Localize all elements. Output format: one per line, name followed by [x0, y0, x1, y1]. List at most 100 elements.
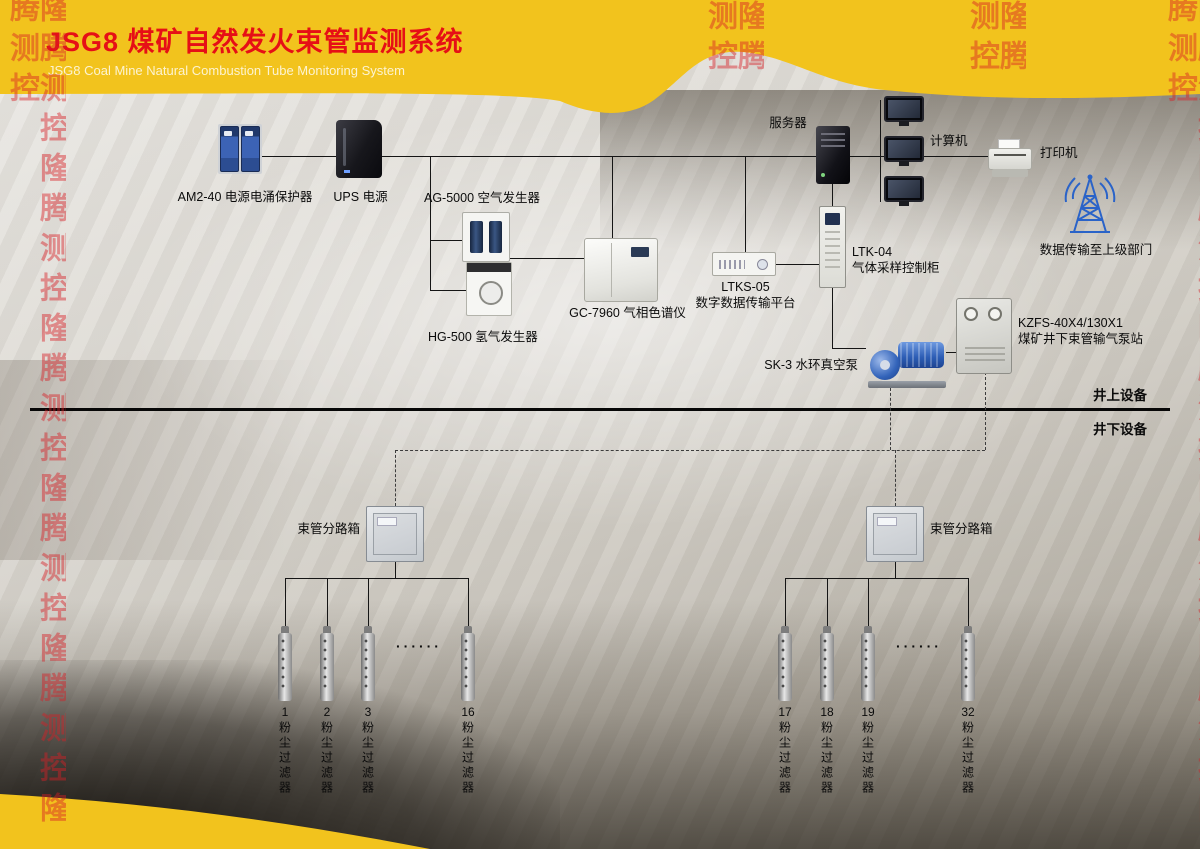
- connector-line: [827, 578, 828, 633]
- label-line: LTK-04: [852, 245, 893, 259]
- filter-number: 32: [961, 705, 975, 719]
- filter-name: 粉尘过滤器: [819, 721, 834, 796]
- air-generator-label: AG-5000 空气发生器: [424, 191, 541, 205]
- surge-module-icon: [220, 126, 239, 172]
- connector-line: [430, 290, 466, 291]
- air-generator-icon: [462, 212, 510, 262]
- header-band: [0, 0, 1200, 113]
- tube-branch-box-right-icon: [866, 506, 924, 562]
- connector-line: [895, 562, 896, 578]
- connector-line: [510, 258, 584, 259]
- connector-line: [368, 578, 369, 633]
- filter-number: 3: [364, 705, 372, 719]
- filter-name: 粉尘过滤器: [460, 721, 475, 796]
- hydrogen-generator-label: HG-500 氢气发生器: [428, 330, 538, 344]
- tube-branch-box-left-icon: [366, 506, 424, 562]
- connector-line: [968, 578, 969, 633]
- server-icon: [816, 126, 850, 184]
- computer-monitor-icon: [884, 96, 924, 126]
- connector-line: [612, 156, 613, 238]
- filter-number: 18: [820, 705, 834, 719]
- filter-number: 17: [778, 705, 792, 719]
- ellipsis-left: ······: [396, 638, 442, 654]
- surge-module-icon: [241, 126, 260, 172]
- filter-name: 粉尘过滤器: [277, 721, 292, 796]
- filter-number: 2: [323, 705, 331, 719]
- label-line: 煤矿井下束管输气泵站: [1018, 331, 1144, 346]
- manifold-line-left: [285, 578, 469, 579]
- connector-line: [327, 578, 328, 633]
- connector-line: [395, 562, 396, 578]
- dashed-connector-line: [890, 388, 891, 450]
- radio-tower-label: 数据传输至上级部门: [1039, 243, 1153, 257]
- pump-station-label: KZFS-40X4/130X1 煤矿井下束管输气泵站: [1018, 316, 1158, 347]
- dust-filter-unit: 18 粉尘过滤器: [803, 626, 851, 801]
- ups-label: UPS 电源: [333, 190, 388, 204]
- filter-name: 粉尘过滤器: [360, 721, 375, 796]
- radio-tower-icon: [1060, 170, 1120, 238]
- connector-line: [776, 264, 819, 265]
- surface-zone-label: 井上设备: [1093, 388, 1147, 403]
- dust-filter-unit: 1 粉尘过滤器: [261, 626, 309, 801]
- dust-filter-unit: 19 粉尘过滤器: [844, 626, 892, 801]
- surge-protector-label: AM2-40 电源电涌保护器: [177, 190, 313, 204]
- filter-number: 19: [861, 705, 875, 719]
- filter-name: 粉尘过滤器: [319, 721, 334, 796]
- branch-box-right-label: 束管分路箱: [930, 522, 993, 536]
- dust-filter-unit: 16 粉尘过滤器: [444, 626, 492, 801]
- surge-protector-icon: [218, 124, 262, 174]
- hydrogen-generator-icon: [466, 262, 512, 316]
- gauge-icon: [964, 307, 978, 321]
- server-label: 服务器: [769, 116, 807, 130]
- connector-line: [946, 352, 958, 353]
- data-transmission-platform-icon: [712, 252, 776, 276]
- page-title: JSG8 煤矿自然发火束管监测系统: [46, 27, 464, 57]
- printer-body: [988, 148, 1032, 170]
- filter-cylinder-icon: [320, 626, 334, 701]
- sampling-cabinet-label: LTK-04 气体采样控制柜: [852, 245, 962, 276]
- gauge-icon: [988, 307, 1002, 321]
- filter-cylinder-icon: [820, 626, 834, 701]
- page-subtitle: JSG8 Coal Mine Natural Combustion Tube M…: [48, 63, 405, 78]
- connector-line: [832, 348, 866, 349]
- connector-line: [880, 100, 881, 202]
- connector-line: [430, 240, 462, 241]
- branch-box-left-label: 束管分路箱: [297, 522, 360, 536]
- connector-line: [868, 578, 869, 633]
- printer-label: 打印机: [1040, 146, 1078, 160]
- label-line: KZFS-40X4/130X1: [1018, 316, 1123, 330]
- dust-filter-unit: 17 粉尘过滤器: [761, 626, 809, 801]
- connector-line: [430, 156, 431, 290]
- dust-filter-unit: 32 粉尘过滤器: [944, 626, 992, 801]
- dust-filter-unit: 3 粉尘过滤器: [344, 626, 392, 801]
- dashed-connector-line: [395, 450, 396, 506]
- underground-zone-label: 井下设备: [1093, 422, 1147, 437]
- pump-motor: [898, 342, 944, 368]
- surface-underground-divider: [30, 408, 1170, 411]
- pump-hub: [880, 360, 890, 370]
- filter-cylinder-icon: [361, 626, 375, 701]
- manifold-line-right: [785, 578, 969, 579]
- sampling-cabinet-icon: [819, 206, 846, 288]
- dashed-connector-line: [895, 450, 896, 506]
- computer-label: 计算机: [930, 134, 968, 148]
- ellipsis-right: ······: [896, 638, 942, 654]
- printer-slot: [994, 154, 1026, 156]
- label-line: 数字数据传输平台: [695, 295, 796, 310]
- label-line: 气体采样控制柜: [852, 260, 940, 275]
- filter-cylinder-icon: [778, 626, 792, 701]
- data-transmission-platform-label: LTKS-05 数字数据传输平台: [683, 280, 808, 311]
- dust-filter-unit: 2 粉尘过滤器: [303, 626, 351, 801]
- vacuum-pump-icon: [866, 334, 948, 390]
- pump-station-cabinet-icon: [956, 298, 1012, 374]
- printer-icon: [988, 139, 1032, 180]
- pump-base: [868, 381, 946, 388]
- filter-name: 粉尘过滤器: [960, 721, 975, 796]
- filter-number: 16: [461, 705, 475, 719]
- filter-name: 粉尘过滤器: [860, 721, 875, 796]
- bottom-left-wedge: [0, 794, 430, 849]
- gas-chromatograph-label: GC-7960 气相色谱仪: [569, 306, 686, 320]
- label-line: LTKS-05: [721, 280, 770, 294]
- filter-cylinder-icon: [278, 626, 292, 701]
- pump-motor-fins: [900, 343, 942, 367]
